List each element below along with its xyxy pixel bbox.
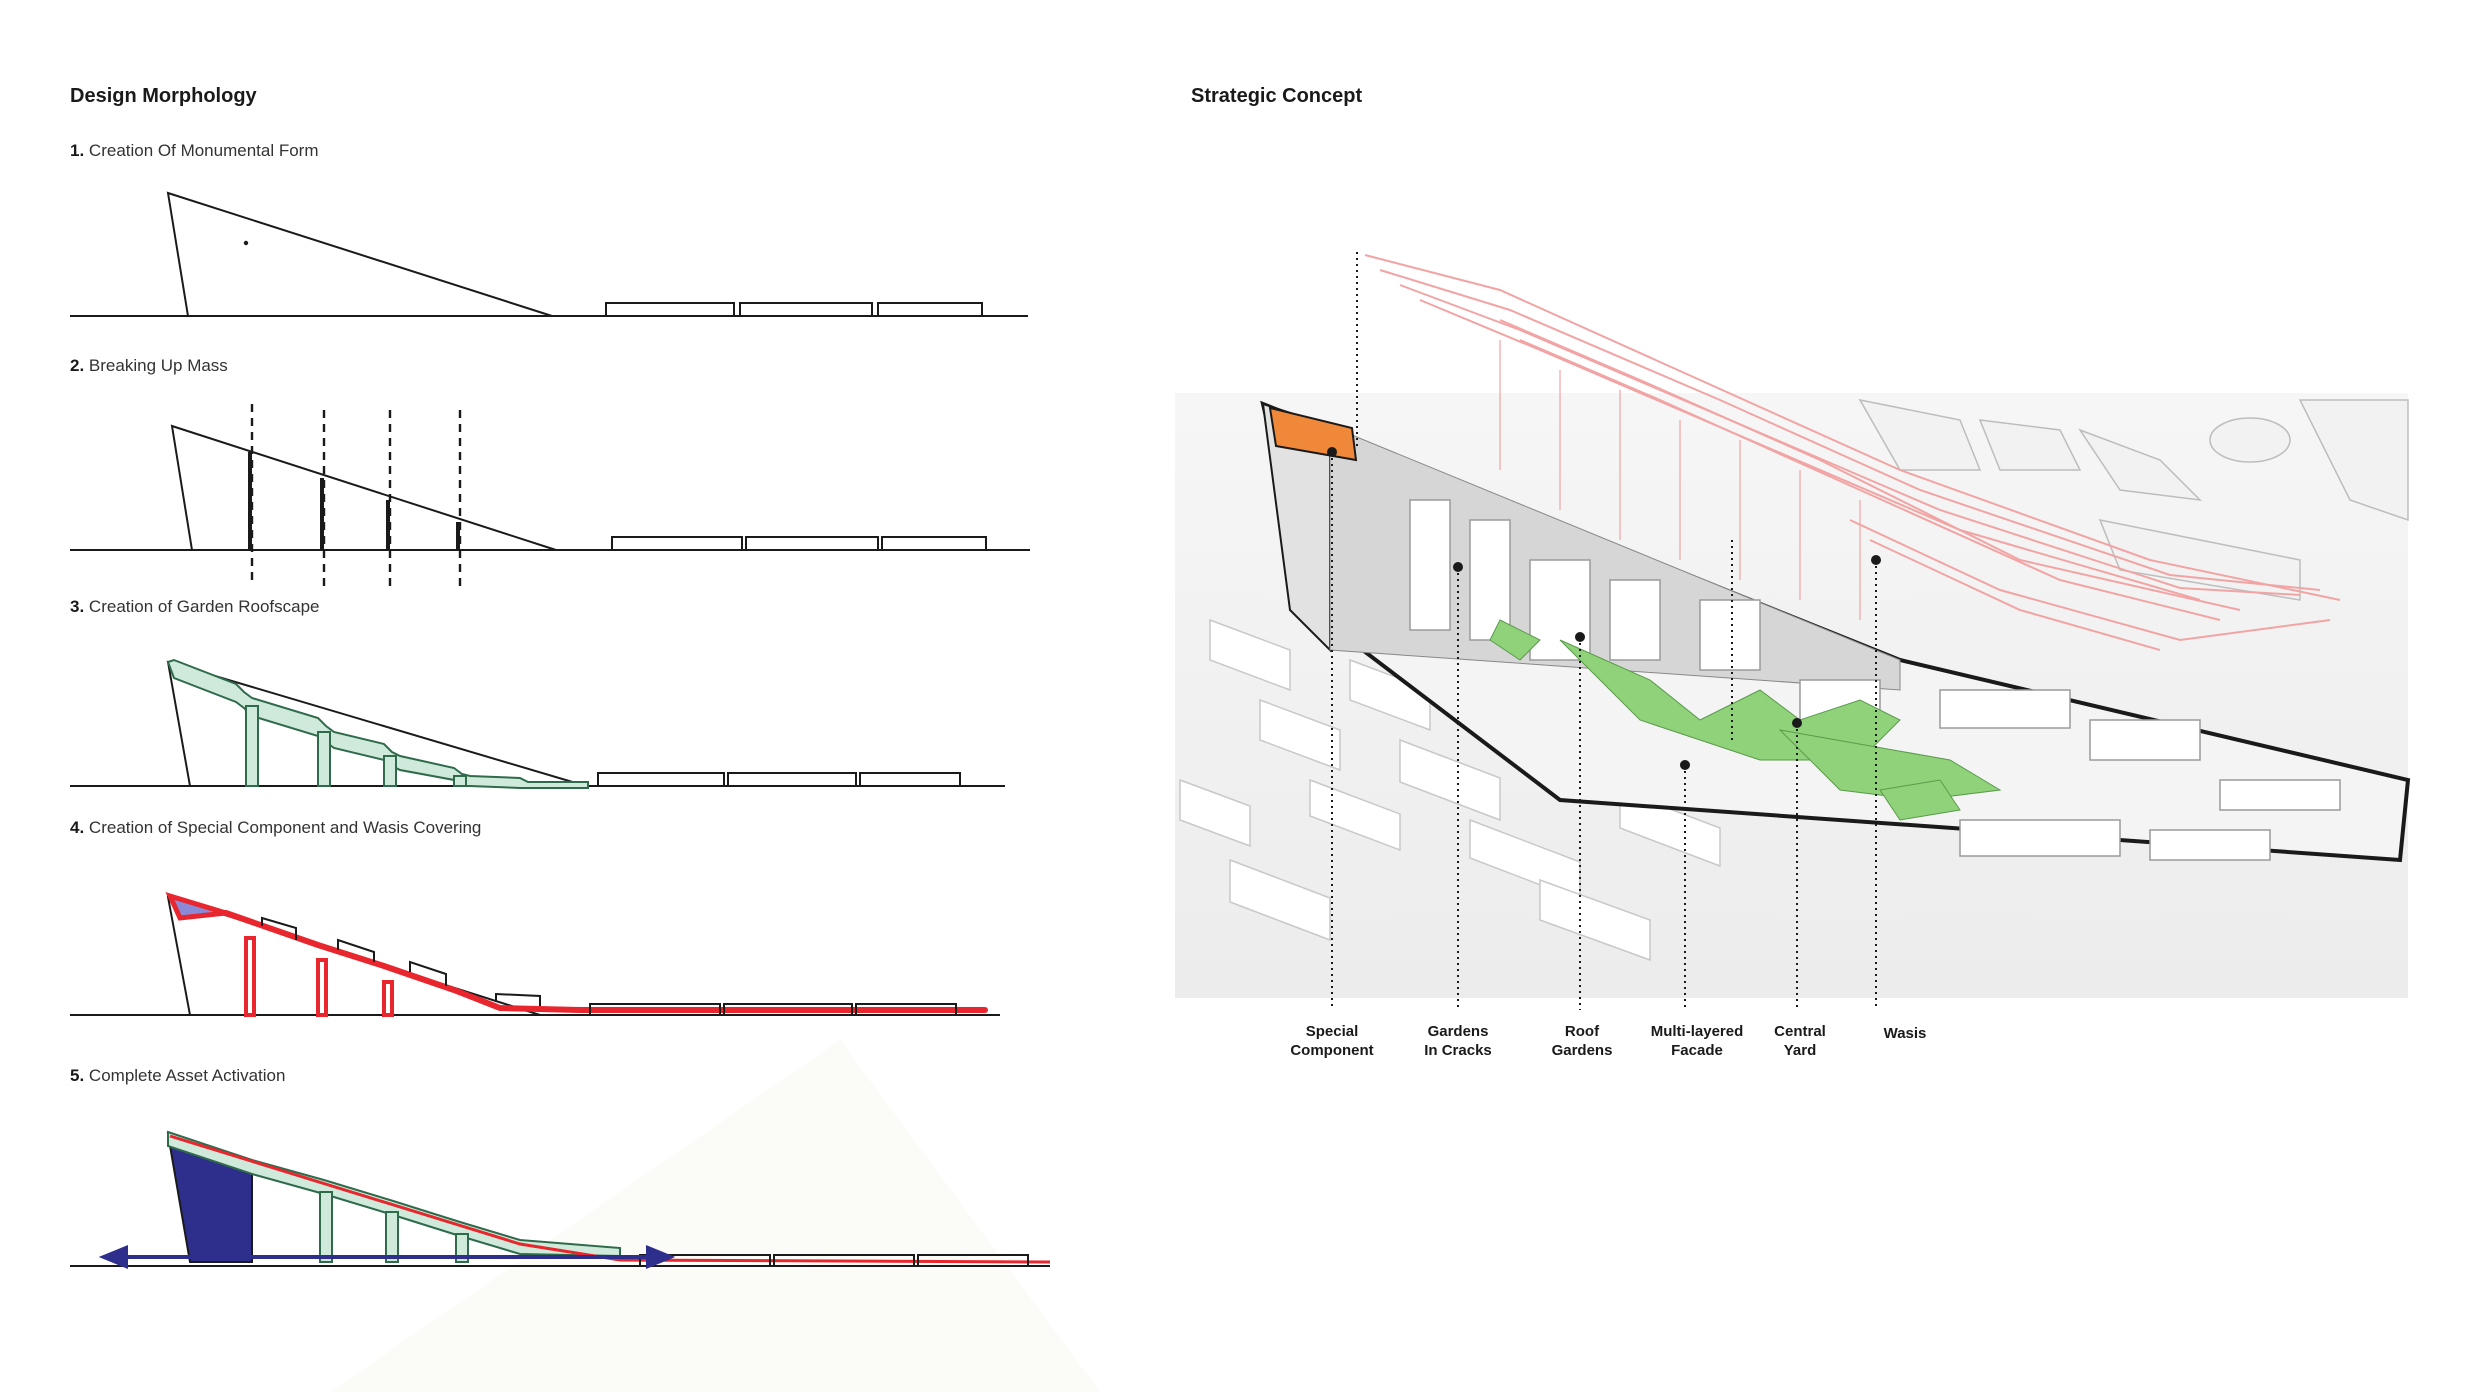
step-4-red-columns: [244, 936, 394, 1017]
callout-special-component-line2: Component: [1290, 1042, 1374, 1059]
callout-wasis: Wasis: [1835, 1024, 1975, 1043]
step-5-red-covering: [169, 1134, 1051, 1264]
callout-leaders: [1331, 252, 1877, 1010]
callout-multi-layered-facade-line2: Facade: [1671, 1042, 1723, 1059]
callout-central-yard-line1: Central: [1774, 1023, 1826, 1040]
wasis-roof-lines: [1364, 254, 2341, 651]
callout-central-yard-line2: Yard: [1783, 1042, 1817, 1059]
step-3-number: 3.: [70, 597, 85, 616]
step-4-number: 4.: [70, 818, 85, 837]
step-5-drawing: [70, 1130, 1051, 1269]
step-1-wedge: [166, 191, 553, 317]
design-morphology-heading: Design Morphology: [70, 85, 257, 107]
step-5-label: 5. Complete Asset Activation: [70, 1066, 285, 1086]
step-3-drawing: [70, 658, 1005, 789]
step-3-text: Creation of Garden Roofscape: [88, 597, 320, 616]
step-3-wedge: [166, 660, 587, 787]
step-1-label: 1. Creation Of Monumental Form: [70, 141, 319, 161]
step-4-drawing: [70, 892, 1000, 1017]
callout-roof-gardens-line1: Roof: [1564, 1023, 1600, 1040]
context-buildings-top-right: [1858, 398, 2409, 601]
step-1-number: 1.: [70, 141, 85, 160]
roof-gardens: [1489, 619, 2002, 821]
step-2-cut-lines: [250, 404, 462, 586]
building-masses: [1409, 499, 2341, 861]
step-4-special-component: [165, 892, 227, 921]
step-4-label: 4. Creation of Special Component and Was…: [70, 818, 481, 838]
background-watermark-shape: [330, 1040, 1100, 1392]
callout-central-yard: Central Yard: [1730, 1022, 1870, 1060]
step-2-drawing: [70, 404, 1030, 586]
step-4-wasis-covering: [223, 910, 988, 1013]
callout-points: [1327, 447, 1881, 770]
step-1-text: Creation Of Monumental Form: [88, 141, 319, 160]
step-1-block-2: [739, 302, 873, 317]
step-5-activation-arrow: [98, 1245, 676, 1269]
callout-multi-layered-facade-line1: Multi-layered: [1650, 1023, 1744, 1040]
step-2-text: Breaking Up Mass: [88, 356, 228, 375]
callout-roof-gardens-line2: Gardens: [1551, 1042, 1613, 1059]
step-1-drawing: [70, 191, 1028, 317]
step-4-text: Creation of Special Component and Wasis …: [88, 818, 482, 837]
callout-roof-gardens: Roof Gardens: [1512, 1022, 1652, 1060]
callout-special-component: Special Component: [1262, 1022, 1402, 1060]
strategic-concept-drawing: [1175, 252, 2411, 1010]
step-3-label: 3. Creation of Garden Roofscape: [70, 597, 320, 617]
step-5-text: Complete Asset Activation: [88, 1066, 286, 1085]
step-1-block-1: [605, 302, 735, 317]
step-2-wedge: [170, 424, 557, 551]
callout-wasis-line1: Wasis: [1883, 1025, 1927, 1042]
step-5-number: 5.: [70, 1066, 85, 1085]
callout-gardens-in-cracks: Gardens In Cracks: [1388, 1022, 1528, 1060]
context-blocks: [1179, 618, 1721, 962]
step-4-stepped-roof: [261, 916, 541, 1006]
callout-gardens-in-cracks-line1: Gardens: [1427, 1023, 1489, 1040]
callout-gardens-in-cracks-line2: In Cracks: [1424, 1042, 1492, 1059]
special-component-shape: [1268, 406, 1358, 462]
wasis-hanging-lines: [1499, 340, 1861, 620]
step-2-label: 2. Breaking Up Mass: [70, 356, 228, 376]
callout-special-component-line1: Special: [1305, 1023, 1359, 1040]
step-1-block-3: [877, 302, 983, 317]
step-3-garden-columns: [245, 705, 467, 787]
strategic-concept-heading: Strategic Concept: [1191, 85, 1363, 107]
callout-multi-layered-facade: Multi-layered Facade: [1627, 1022, 1767, 1060]
step-2-number: 2.: [70, 356, 85, 375]
